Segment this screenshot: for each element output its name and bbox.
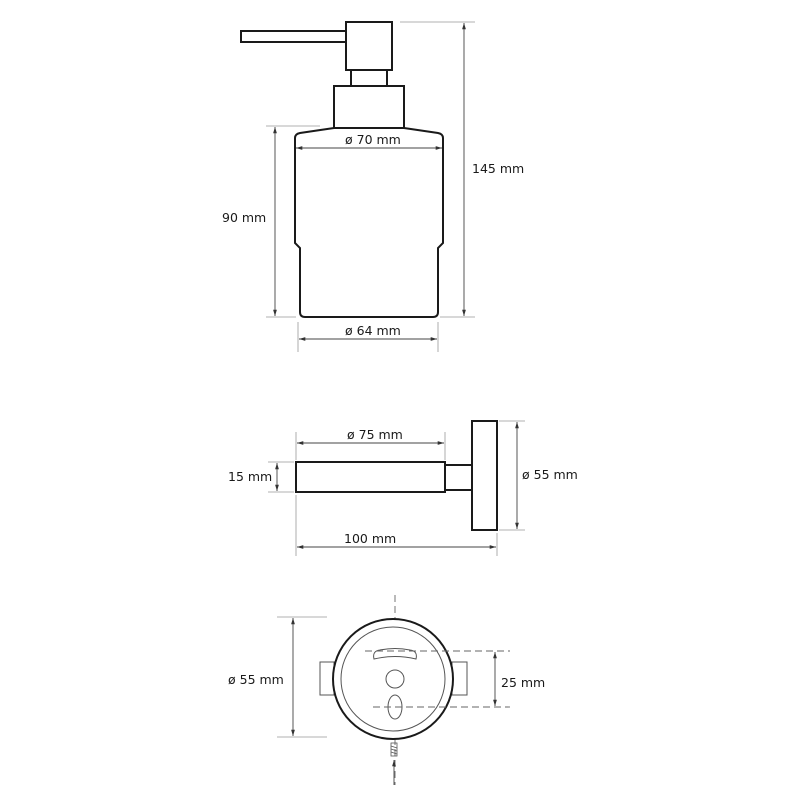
holder-ring [295,461,446,493]
set-screw-icon [390,742,398,757]
plate-inner-circle [340,626,446,732]
center-hole [385,669,405,689]
bottle-body [294,127,444,318]
label-height-total: 145 mm [472,161,525,176]
pump-collar [333,85,405,129]
front-dimensions [266,21,475,352]
label-diameter-plate-back: ø 55 mm [228,672,284,687]
label-thickness: 15 mm [228,469,273,484]
holder-arm [444,464,473,491]
right-tab [451,661,468,696]
label-hole-spacing: 25 mm [501,675,546,690]
label-diameter-plate-side: ø 55 mm [522,467,578,482]
pump-head [345,21,393,71]
label-projection: 100 mm [344,531,397,546]
holder-side-view [295,420,498,531]
wall-plate [471,420,498,531]
label-height-body: 90 mm [222,210,267,225]
plate-outer-circle [332,618,454,740]
pump-neck [350,69,388,87]
label-diameter-bottom: ø 64 mm [345,323,401,338]
left-tab [319,661,335,696]
soap-dispenser-front-view [240,21,444,318]
wall-plate-back-view [319,595,510,785]
pump-spout [240,30,347,43]
label-diameter-top: ø 70 mm [345,132,401,147]
side-dimensions [268,420,525,556]
back-dimensions [277,616,497,738]
label-diameter-holder: ø 75 mm [347,427,403,442]
